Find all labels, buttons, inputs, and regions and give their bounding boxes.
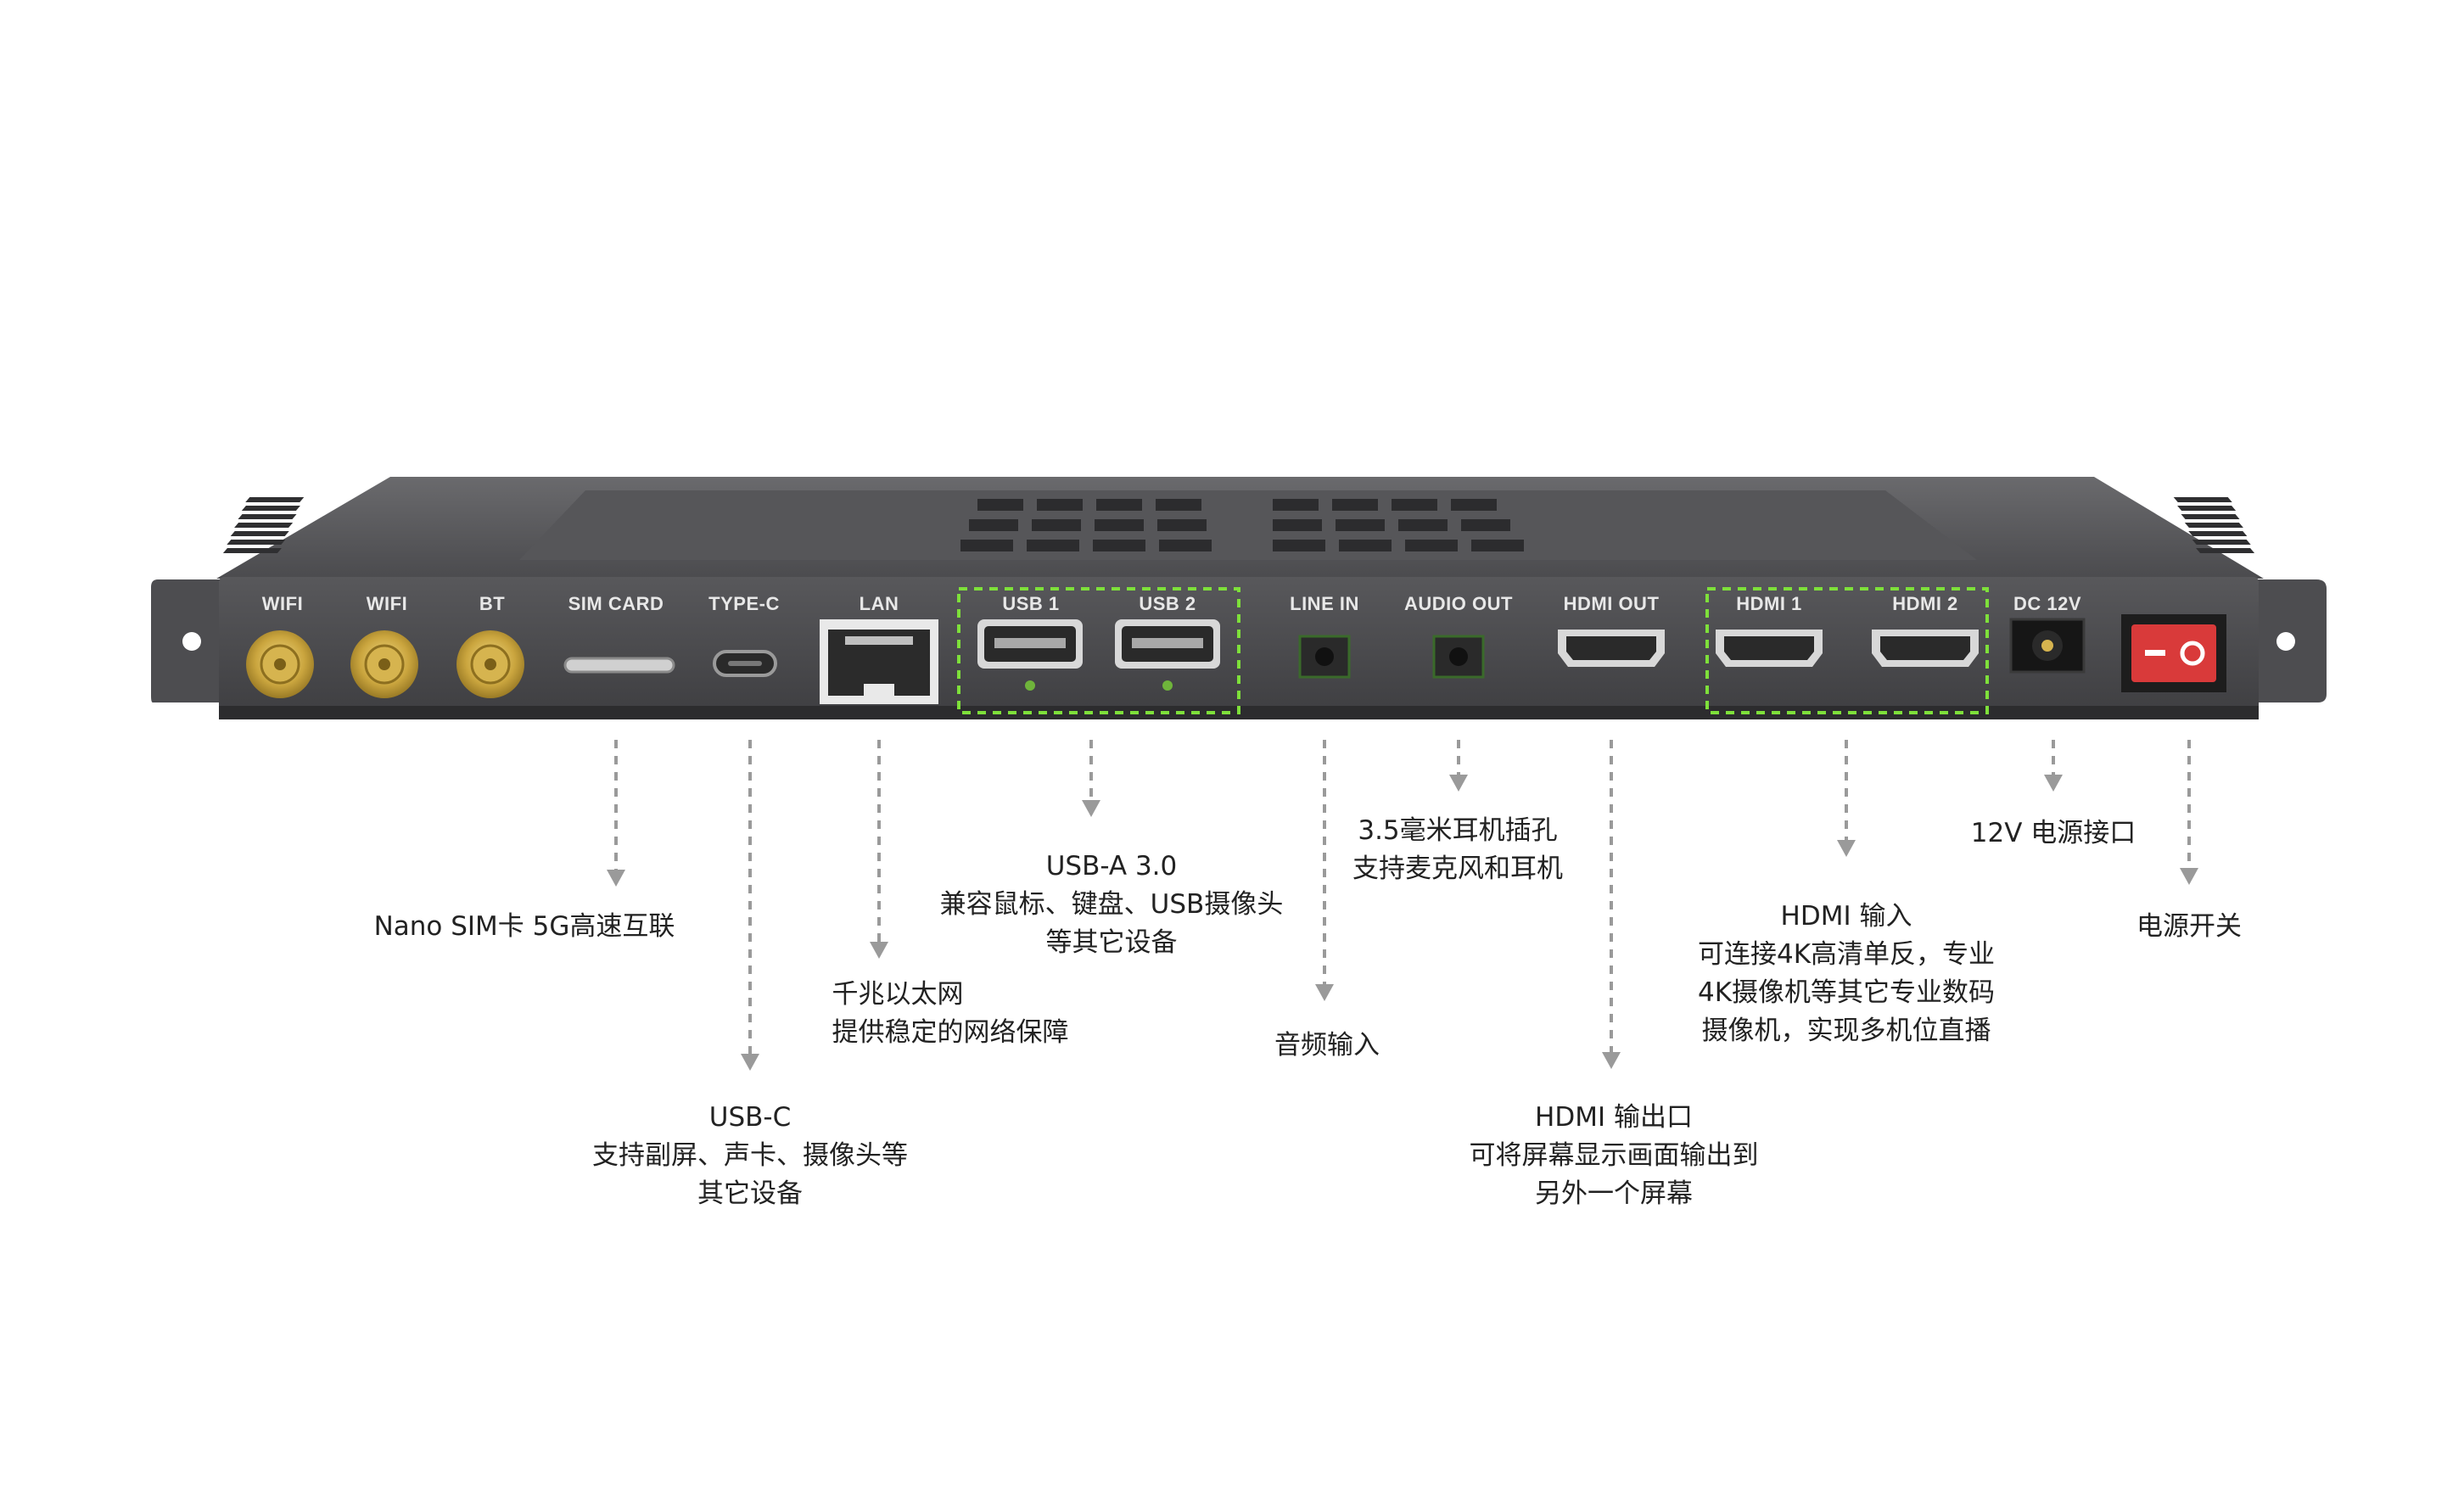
annotation-arrowheads [607, 775, 2198, 1071]
arrow-head-hdmi-out [1602, 1052, 1621, 1069]
wifi-antenna-connector-1 [246, 630, 314, 698]
annotation-usb-c-line-2: 支持副屏、声卡、摄像头等 [592, 1140, 908, 1171]
bt-antenna-connector [456, 630, 524, 698]
arrow-head-audio-out [1449, 775, 1468, 792]
annotation-audio-out-line-2: 支持麦克风和耳机 [1352, 854, 1563, 884]
arrow-head-usb-c [741, 1054, 759, 1071]
port-label-audio-out: AUDIO OUT [1404, 593, 1513, 614]
annotation-arrows [614, 740, 2191, 1059]
chassis-top-plate [519, 490, 1977, 560]
port-label-dc-12v: DC 12V [2013, 593, 2082, 614]
arrow-head-lan [870, 942, 888, 959]
annotation-line-in: 音频输入 [1274, 1027, 1380, 1065]
port-label-usb-2: USB 2 [1139, 593, 1196, 614]
annotation-usb-a-line-3: 等其它设备 [1045, 927, 1178, 958]
annotation-usb-a-line-1: USB-A 3.0 [1045, 851, 1178, 882]
annotation-hdmi-in-line-1: HDMI 输入 [1780, 901, 1912, 932]
annotation-usb-a: USB-A 3.0 兼容鼠标、键盘、USB摄像头 等其它设备 [940, 848, 1284, 962]
annotation-lan: 千兆以太网 提供稳定的网络保障 [832, 976, 1069, 1052]
wifi-antenna-connector-2 [350, 630, 418, 698]
power-switch [2121, 614, 2226, 692]
arrow-head-usb-a [1082, 800, 1100, 817]
annotation-lan-line-2: 提供稳定的网络保障 [832, 1017, 1069, 1048]
port-label-bt: BT [479, 593, 506, 614]
usb-port-1 [977, 619, 1083, 691]
arrow-head-dc [2044, 775, 2063, 792]
line-in-jack [1298, 635, 1351, 679]
annotation-sim: Nano SIM卡 5G高速互联 [374, 908, 675, 946]
dc-12v-jack [2009, 618, 2086, 674]
annotation-power: 电源开关 [2136, 908, 2242, 946]
vent-grille-center [960, 499, 1524, 551]
mounting-hole-left [182, 632, 201, 651]
annotation-audio-out: 3.5毫米耳机插孔 支持麦克风和耳机 [1352, 812, 1563, 888]
hdmi-in-highlight-box [1705, 587, 1989, 714]
arrow-head-power [2180, 868, 2198, 885]
vent-grille-right [2173, 497, 2255, 553]
annotation-power-line-1: 电源开关 [2136, 911, 2242, 942]
annotation-line-in-line-1: 音频输入 [1274, 1030, 1380, 1061]
annotation-usb-a-line-2: 兼容鼠标、键盘、USB摄像头 [939, 889, 1284, 920]
annotation-usb-c-line-3: 其它设备 [697, 1178, 803, 1209]
annotation-hdmi-in-line-2: 可连接4K高清单反，专业 [1697, 939, 1996, 970]
annotation-sim-line-1: Nano SIM卡 5G高速互联 [373, 911, 675, 942]
vent-grille-left [222, 497, 305, 553]
annotation-hdmi-out-line-2: 可将屏幕显示画面输出到 [1469, 1140, 1759, 1171]
port-label-type-c: TYPE-C [708, 593, 780, 614]
port-label-hdmi-1: HDMI 1 [1736, 593, 1802, 614]
annotation-hdmi-in-line-3: 4K摄像机等其它专业数码 [1697, 977, 1996, 1008]
port-label-usb-1: USB 1 [1002, 593, 1060, 614]
lan-port [820, 619, 938, 704]
arrow-head-hdmi-in [1837, 840, 1856, 857]
annotation-usb-c-line-1: USB-C [708, 1102, 792, 1133]
usb-port-2 [1115, 619, 1220, 691]
annotation-hdmi-out-line-1: HDMI 输出口 [1535, 1102, 1693, 1133]
hdmi-in-port-1 [1716, 630, 1823, 667]
mounting-hole-right [2276, 632, 2295, 651]
arrow-head-sim [607, 870, 625, 887]
hdmi-out-port [1558, 630, 1665, 667]
arrow-head-line-in [1315, 984, 1334, 1001]
annotation-audio-out-line-1: 3.5毫米耳机插孔 [1358, 815, 1558, 846]
annotation-dc: 12V 电源接口 [1971, 814, 2136, 853]
port-label-sim-card: SIM CARD [568, 593, 664, 614]
annotation-hdmi-in: HDMI 输入 可连接4K高清单反，专业 4K摄像机等其它专业数码 摄像机，实现… [1698, 898, 1995, 1050]
port-label-line-in: LINE IN [1290, 593, 1359, 614]
hdmi-in-port-2 [1872, 630, 1979, 667]
port-label-wifi-1: WIFI [261, 593, 304, 614]
annotation-hdmi-out: HDMI 输出口 可将屏幕显示画面输出到 另外一个屏幕 [1470, 1099, 1759, 1213]
port-label-wifi-2: WIFI [366, 593, 408, 614]
port-label-hdmi-out: HDMI OUT [1563, 593, 1660, 614]
usb-highlight-box [957, 587, 1240, 714]
annotation-usb-c: USB-C 支持副屏、声卡、摄像头等 其它设备 [592, 1099, 908, 1213]
port-label-hdmi-2: HDMI 2 [1892, 593, 1958, 614]
port-label-lan: LAN [859, 593, 899, 614]
annotation-lan-line-1: 千兆以太网 [832, 979, 964, 1010]
annotation-hdmi-out-line-3: 另外一个屏幕 [1535, 1178, 1693, 1209]
audio-out-jack [1432, 635, 1485, 679]
annotation-hdmi-in-line-4: 摄像机，实现多机位直播 [1701, 1016, 1991, 1046]
annotation-dc-line-1: 12V 电源接口 [1970, 818, 2136, 848]
sim-card-slot [563, 657, 675, 674]
